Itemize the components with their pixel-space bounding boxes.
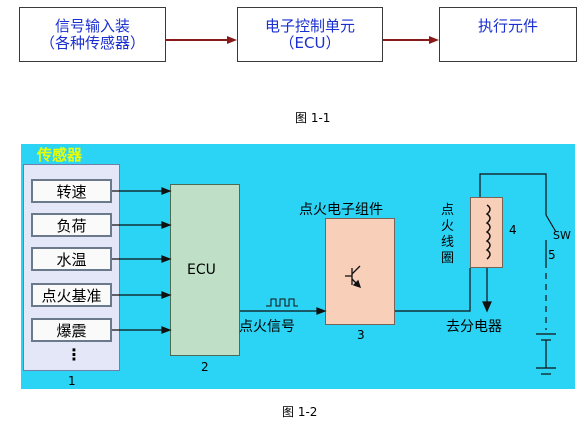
coil-label-char-4: 圈 <box>441 251 455 266</box>
coil-label-char-2: 火 <box>441 219 455 234</box>
ignition-switch-icon <box>545 214 557 262</box>
sensor-group-title: 传感器 <box>37 146 83 164</box>
ignitor-block <box>325 218 395 325</box>
coil-label-char-3: 线 <box>441 235 455 250</box>
sensor-ellipsis: ⋮ <box>66 345 82 364</box>
figure-1-1-caption: 图 1-1 <box>295 111 331 125</box>
fig1-arrows <box>166 36 439 44</box>
ignitor-title: 点火电子组件 <box>299 202 383 218</box>
coil-windings-icon <box>485 204 491 260</box>
label-number-5: 5 <box>548 248 556 262</box>
arrow-head-1 <box>227 36 237 44</box>
coil-label-char-1: 点 <box>441 203 455 218</box>
switch-label: SW <box>553 229 571 242</box>
battery-icon <box>536 333 556 375</box>
ecu-box: 电子控制单元 （ECU） <box>237 7 383 62</box>
transistor-icon <box>345 265 362 289</box>
coil-to-distributor-arrow <box>482 268 492 313</box>
figure-1-2-caption: 图 1-2 <box>282 405 318 419</box>
actuator-box: 执行元件 <box>439 7 577 62</box>
ignitor-to-coil-wire <box>395 268 471 312</box>
signal-input-line1: 信号输入装 <box>54 16 130 35</box>
signal-arrow <box>240 307 327 315</box>
sensor-load: 负荷 <box>31 213 112 237</box>
pulse-waveform-icon <box>266 298 298 307</box>
label-number-1: 1 <box>68 374 76 388</box>
ecu-box-line1: 电子控制单元 <box>264 16 355 35</box>
sensor-speed: 转速 <box>31 179 112 203</box>
ignition-signal-label: 点火信号 <box>239 319 295 335</box>
ecu-block-label: ECU <box>187 262 216 278</box>
label-number-2: 2 <box>201 360 209 374</box>
ecu-box-line2: （ECU） <box>279 33 341 52</box>
label-number-3: 3 <box>357 328 365 342</box>
arrow-head-2 <box>429 36 439 44</box>
signal-input-line2: （各种传感器） <box>39 33 145 52</box>
sensor-coolant-temp: 水温 <box>31 247 112 271</box>
label-number-4: 4 <box>509 223 517 237</box>
signal-input-box: 信号输入装 （各种传感器） <box>19 7 166 62</box>
sensor-knock: 爆震 <box>31 318 112 342</box>
distributor-label: 去分电器 <box>446 319 502 335</box>
sensor-ignition-reference: 点火基准 <box>31 283 112 307</box>
sensor-arrows <box>112 187 172 334</box>
ecu-block <box>170 184 240 356</box>
actuator-label: 执行元件 <box>477 17 538 35</box>
power-wire-top <box>479 173 547 215</box>
